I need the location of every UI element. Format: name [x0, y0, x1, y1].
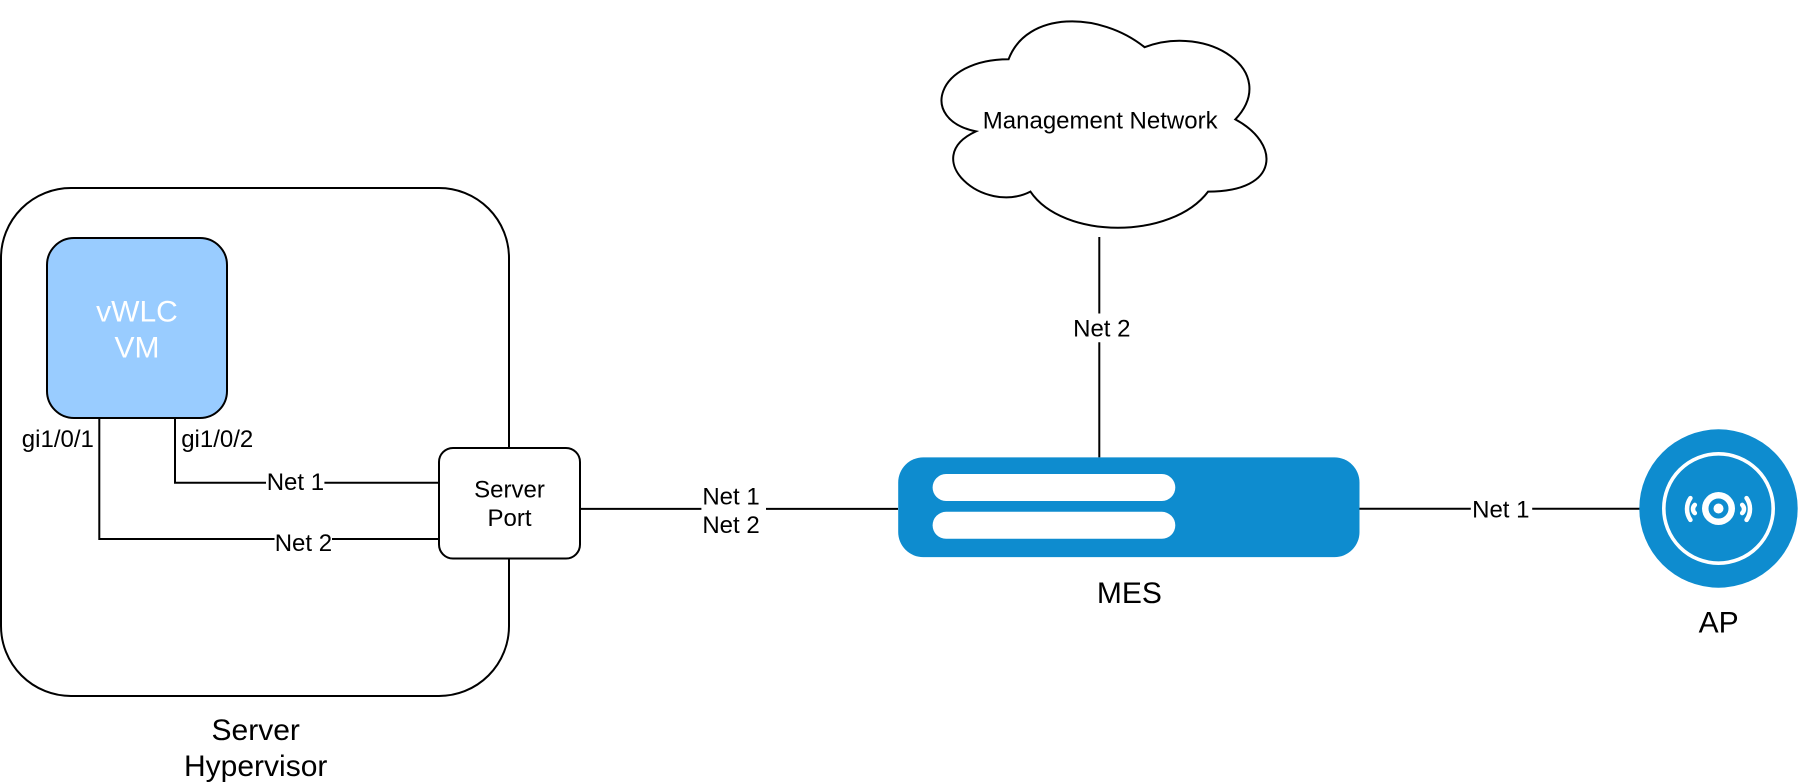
svg-text:vWLC: vWLC — [96, 295, 178, 328]
svg-text:Net 2: Net 2 — [275, 530, 332, 557]
svg-text:AP: AP — [1699, 607, 1739, 640]
svg-text:Net 2: Net 2 — [1073, 315, 1130, 342]
svg-text:Hypervisor: Hypervisor — [184, 750, 327, 782]
svg-text:Server: Server — [474, 476, 545, 503]
svg-text:Management Network: Management Network — [983, 108, 1219, 135]
svg-text:Port: Port — [487, 505, 531, 532]
svg-text:Net 1: Net 1 — [1472, 497, 1529, 524]
svg-text:VM: VM — [115, 331, 160, 364]
svg-text:Net 2: Net 2 — [702, 512, 759, 539]
svg-text:Net 1: Net 1 — [702, 484, 759, 511]
svg-text:Server: Server — [212, 714, 300, 747]
svg-text:MES: MES — [1097, 577, 1162, 610]
svg-text:Net 1: Net 1 — [267, 469, 324, 496]
svg-text:gi1/0/2: gi1/0/2 — [181, 426, 253, 453]
svg-text:gi1/0/1: gi1/0/1 — [22, 426, 94, 453]
